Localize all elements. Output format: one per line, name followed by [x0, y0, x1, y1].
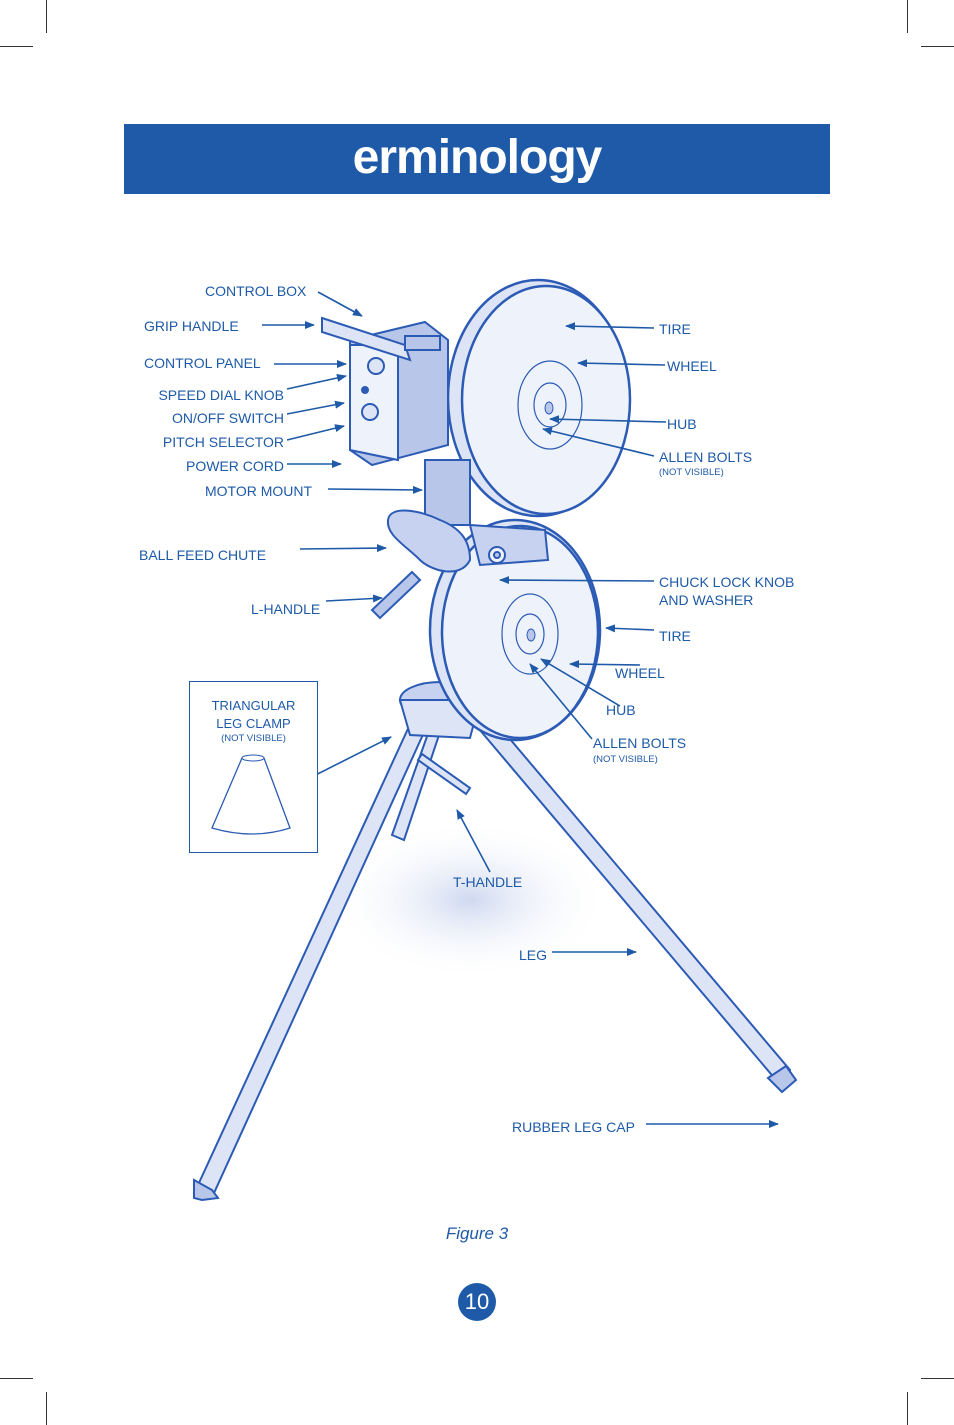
ball-feed-chute	[386, 509, 472, 573]
arrow-wheel-bottom	[569, 660, 641, 669]
page-title: erminology	[352, 131, 603, 184]
label-grip-handle: GRIP HANDLE	[144, 318, 239, 334]
lower-wheel	[428, 518, 602, 742]
label-control-panel: CONTROL PANEL	[144, 355, 261, 371]
inset-title-line-2: LEG CLAMP	[216, 716, 291, 731]
arrow-allen-bolts-bottom	[529, 663, 593, 740]
arrow-tire-top	[565, 322, 655, 331]
arrow-control-box	[317, 291, 363, 317]
inset-not-visible: (NOT VISIBLE)	[221, 733, 286, 744]
grip-handle-shape	[321, 316, 412, 362]
triangular-leg-clamp-inset: TRIANGULAR LEG CLAMP (NOT VISIBLE)	[189, 681, 318, 853]
crop-mark	[907, 0, 908, 33]
label-speed-dial-knob: SPEED DIAL KNOB	[158, 387, 284, 403]
crop-mark	[46, 0, 47, 33]
label-tire-top: TIRE	[659, 321, 691, 337]
crop-mark	[0, 1378, 33, 1379]
arrow-tire-bottom	[605, 624, 655, 633]
arrow-speed-dial-knob	[286, 374, 347, 390]
ground-shadow	[330, 820, 610, 980]
arrow-hub-top	[549, 415, 667, 424]
arrow-on-off-switch	[286, 400, 345, 415]
label-wheel-bottom: WHEEL	[615, 665, 665, 681]
label-allen-bolts-bottom: ALLEN BOLTS	[593, 735, 687, 751]
label-allen-bolts-top: ALLEN BOLTS	[659, 449, 753, 465]
page-number: 10	[458, 1283, 496, 1321]
label-leg: LEG	[519, 947, 548, 963]
arrow-pitch-selector	[286, 424, 345, 441]
label-control-box: CONTROL BOX	[205, 283, 307, 299]
label-tire-bottom: TIRE	[659, 628, 691, 644]
crop-mark	[921, 1378, 954, 1379]
rubber-leg-cap-right	[766, 1064, 798, 1094]
label-power-cord: POWER CORD	[186, 458, 284, 474]
t-handle-shape	[416, 752, 472, 796]
arrow-ball-feed-chute	[299, 544, 387, 553]
figure-caption: Figure 3	[445, 1224, 509, 1243]
leg-clamp-cone-icon	[211, 754, 291, 835]
crop-mark	[921, 46, 954, 47]
label-motor-mount: MOTOR MOUNT	[205, 483, 313, 499]
arrow-t-handle	[456, 809, 491, 873]
control-box	[321, 316, 449, 467]
upper-wheel	[446, 278, 632, 518]
label-not-visible-bottom: (NOT VISIBLE)	[593, 754, 658, 765]
arrow-l-handle	[325, 594, 383, 603]
crop-mark	[0, 46, 33, 47]
inset-title-line-1: TRIANGULAR	[211, 698, 296, 713]
label-on-off-switch: ON/OFF SWITCH	[172, 410, 284, 426]
title-banner: erminology	[124, 124, 830, 194]
label-and-washer: AND WASHER	[659, 592, 754, 608]
label-rubber-leg-cap: RUBBER LEG CAP	[512, 1119, 635, 1135]
label-pitch-selector: PITCH SELECTOR	[162, 434, 284, 450]
label-not-visible-top: (NOT VISIBLE)	[659, 467, 724, 478]
label-l-handle: L-HANDLE	[251, 601, 321, 617]
motor-mount	[424, 459, 550, 567]
label-wheel-top: WHEEL	[667, 358, 717, 374]
tripod-legs	[193, 704, 798, 1202]
arrow-motor-mount	[327, 485, 423, 494]
label-hub-top: HUB	[667, 416, 697, 432]
crop-mark	[46, 1392, 47, 1425]
label-t-handle: T-HANDLE	[453, 874, 523, 890]
arrow-chuck-lock-knob	[499, 576, 655, 585]
arrow-hub-bottom	[540, 658, 621, 707]
rubber-leg-cap-left	[193, 1178, 220, 1202]
crop-mark	[907, 1392, 908, 1425]
label-hub-bottom: HUB	[606, 702, 636, 718]
label-ball-feed-chute: BALL FEED CHUTE	[139, 547, 267, 563]
l-handle-shape	[370, 570, 422, 620]
label-chuck-lock-knob: CHUCK LOCK KNOB	[659, 574, 795, 590]
arrow-wheel-top	[577, 359, 666, 368]
arrow-allen-bolts-top	[542, 427, 655, 457]
